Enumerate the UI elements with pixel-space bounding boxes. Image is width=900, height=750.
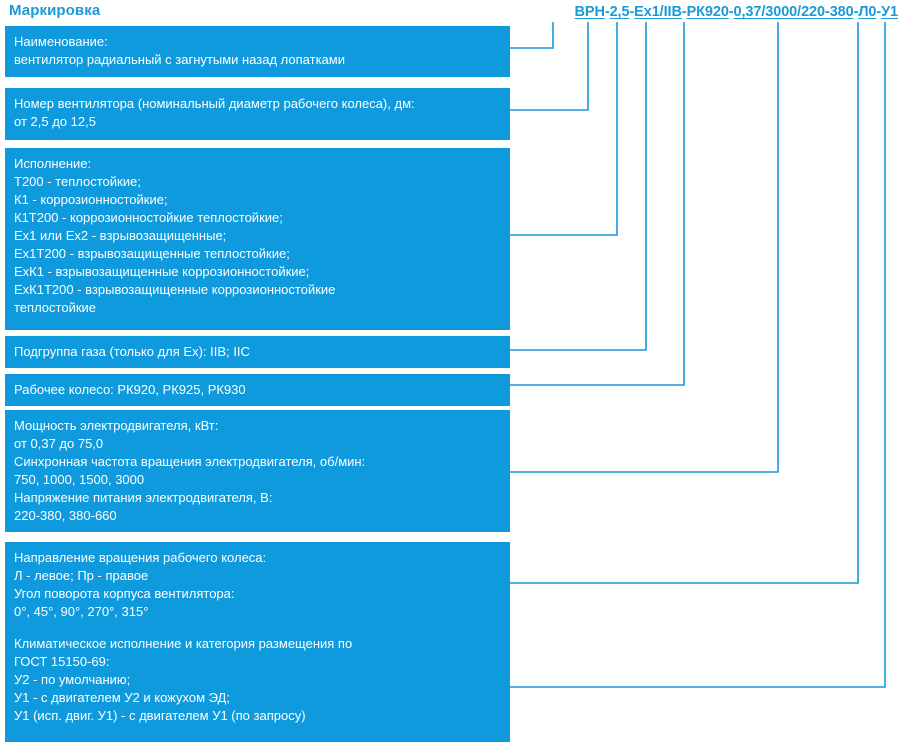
connector-ispolnenie	[510, 22, 618, 236]
info-box-line: теплостойкие	[14, 300, 97, 315]
code-separator: -	[876, 4, 882, 20]
info-box-line: Исполнение:	[14, 156, 92, 171]
connector-rabochee-koleso	[510, 22, 685, 386]
info-box-line: 220-380, 380-660	[14, 508, 117, 523]
page-title: Маркировка	[9, 2, 101, 19]
info-box-line: У2 - по умолчанию;	[14, 672, 131, 687]
code-separator: -	[681, 4, 687, 20]
connector-elektrodvigatel	[510, 22, 779, 473]
info-box-line: Л - левое; Пр - правое	[14, 568, 149, 583]
marking-code: ВРН-2,5-Ex1/IIB-РК920-0,37/3000/220-380-…	[574, 4, 899, 20]
info-box-line: от 2,5 до 12,5	[14, 114, 96, 129]
info-box-line: У1 (исп. двиг. У1) - с двигателем У1 (по…	[14, 708, 306, 723]
info-box-line: ExК1Т200 - взрывозащищенные коррозионнос…	[14, 282, 336, 297]
info-box-line: К1Т200 - коррозионностойкие теплостойкие…	[14, 210, 283, 225]
connector-klimaticheskoe-ispolnenie	[510, 22, 886, 688]
info-box-line: Направление вращения рабочего колеса:	[14, 550, 267, 565]
info-box-line: Климатическое исполнение и категория раз…	[14, 636, 353, 651]
code-separator: -	[629, 4, 635, 20]
connector-podgruppa-gaza	[510, 22, 647, 351]
code-separator: -	[728, 4, 734, 20]
info-box-rabochee-koleso: Рабочее колесо: РК920, РК925, РК930	[5, 374, 510, 406]
code-segment: Л0	[858, 4, 877, 20]
info-box-line: Угол поворота корпуса вентилятора:	[14, 586, 235, 601]
code-segment: РК920	[686, 4, 729, 20]
info-box-line: вентилятор радиальный с загнутыми назад …	[14, 52, 345, 67]
connector-napravlenie-vrascheniya	[510, 22, 859, 584]
info-box-line: Ex1 или Ex2 - взрывозащищенные;	[14, 228, 227, 243]
info-box-line: 750, 1000, 1500, 3000	[14, 472, 145, 487]
code-segment: ВРН	[574, 4, 605, 20]
info-box-line: У1 - с двигателем У2 и кожухом ЭД;	[14, 690, 230, 705]
code-segment: Ex1/IIB	[634, 4, 682, 20]
code-segment: У1	[881, 4, 898, 20]
info-box-line: Подгруппа газа (только для Ex): IIB; IIC	[14, 344, 250, 359]
info-box-line: Номер вентилятора (номинальный диаметр р…	[14, 96, 415, 111]
info-box-klimaticheskoe-ispolnenie: Климатическое исполнение и категория раз…	[5, 628, 510, 742]
info-box-line: от 0,37 до 75,0	[14, 436, 104, 451]
info-box-line: 0°, 45°, 90°, 270°, 315°	[14, 604, 149, 619]
info-box-elektrodvigatel: Мощность электродвигателя, кВт: от 0,37 д…	[5, 410, 510, 532]
info-box-line: Наименование:	[14, 34, 108, 49]
info-box-line: Синхронная частота вращения электродвига…	[14, 454, 366, 469]
info-box-line: ExК1 - взрывозащищенные коррозионностойк…	[14, 264, 310, 279]
info-box-napravlenie-vrascheniya: Направление вращения рабочего колеса: Л -…	[5, 542, 510, 628]
info-box-nomer-ventilyatora: Номер вентилятора (номинальный диаметр р…	[5, 88, 510, 140]
code-separator: -	[604, 4, 610, 20]
info-box-line: Напряжение питания электродвигателя, В:	[14, 490, 273, 505]
connector-naimenovanie	[510, 22, 554, 49]
info-box-ispolnenie: Исполнение: Т200 - теплостойкие; К1 - корр…	[5, 148, 510, 330]
info-box-line: Рабочее колесо: РК920, РК925, РК930	[14, 382, 246, 397]
info-box-line: Т200 - теплостойкие;	[14, 174, 141, 189]
info-box-line: ГОСТ 15150-69:	[14, 654, 110, 669]
info-box-line: К1 - коррозионностойкие;	[14, 192, 168, 207]
code-segment: 2,5	[609, 4, 630, 20]
code-segment: 0,37/3000/220-380	[733, 4, 854, 20]
code-separator: -	[853, 4, 859, 20]
info-box-line: Ex1Т200 - взрывозащищенные теплостойкие;	[14, 246, 290, 261]
connector-nomer-ventilyatora	[510, 22, 589, 111]
info-box-naimenovanie: Наименование: вентилятор радиальный с заг…	[5, 26, 510, 77]
info-box-line: Мощность электродвигателя, кВт:	[14, 418, 219, 433]
info-box-podgruppa-gaza: Подгруппа газа (только для Ex): IIB; IIC	[5, 336, 510, 368]
